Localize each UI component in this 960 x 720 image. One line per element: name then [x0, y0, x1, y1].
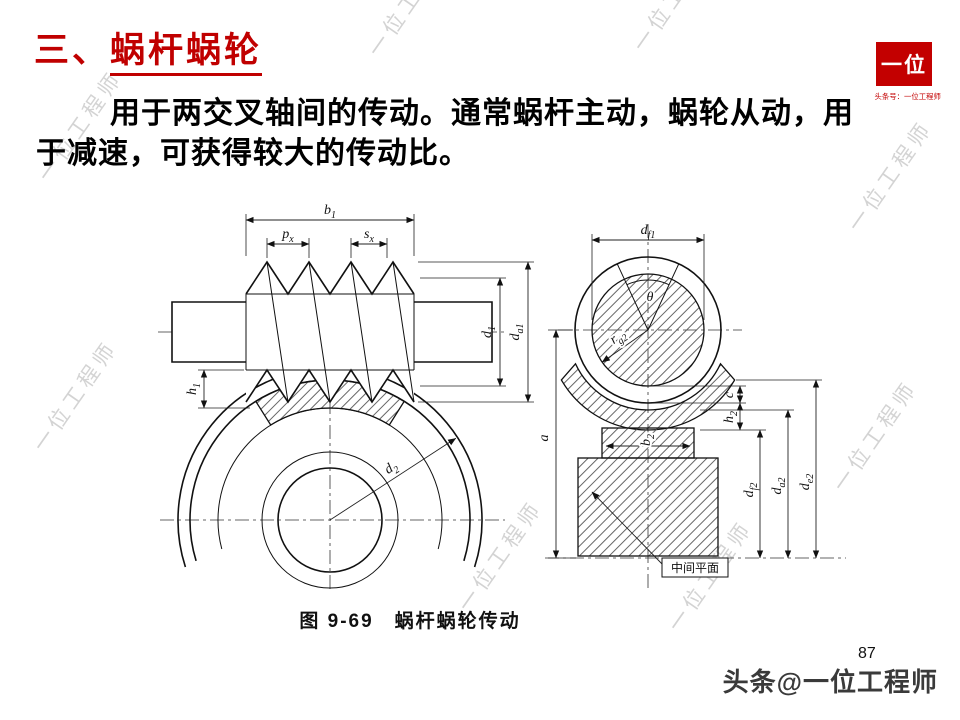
brand-logo-box: 一位: [874, 40, 934, 88]
df1-extension-lines: [591, 234, 705, 320]
worm-gear-figure: d2 b1 px sx: [158, 203, 846, 590]
body-line: 于减速，可获得较大的传动比。: [36, 136, 470, 170]
dim-label-a: a: [537, 435, 552, 442]
watermark-text: 一位工程师: [625, 0, 724, 57]
dim-label-de2: de2: [798, 474, 816, 490]
rg2-leader-line: [601, 329, 649, 363]
worm-root-lines: [246, 293, 414, 371]
body-line: 用于两交叉轴间的传动。通常蜗杆主动，蜗轮从动，用: [110, 97, 854, 130]
dim-label-sx: sx: [364, 227, 374, 245]
dim-label-px: px: [281, 227, 294, 245]
theta-angle-arc: [626, 279, 670, 286]
title-prefix: 三、: [34, 31, 111, 70]
front-view-worm-and-wheel: d2 b1 px sx: [158, 203, 534, 590]
worm-helix-flank-lines: [266, 261, 415, 403]
dim-label-b2: b2: [639, 434, 657, 446]
brand-logo: 一位 头条号：一位工程师: [872, 40, 941, 102]
dim-label-h2: h2: [722, 411, 740, 423]
brand-logo-caption: 头条号：一位工程师: [874, 92, 941, 101]
dim-label-da2: da2: [770, 478, 788, 495]
wheel-bore-circle: [277, 467, 383, 573]
c-h2-extension-lines: [652, 385, 766, 431]
mid-plane-label-box: [661, 557, 729, 578]
dim-label-d1: d1: [480, 326, 498, 338]
mid-plane-leader: [591, 491, 665, 567]
mid-plane-label: 中间平面: [671, 560, 719, 575]
body-paragraph: 用于两交叉轴间的传动。通常蜗杆主动，蜗轮从动，用 于减速，可获得较大的传动比。: [36, 94, 926, 173]
a-extension-lines: [548, 329, 576, 559]
shaft-right-fill: [412, 302, 492, 362]
dim-label-da1: da1: [508, 324, 526, 341]
dim-label-df1: df1: [641, 223, 656, 241]
worm-shaft-outline: [171, 301, 493, 363]
wheel-rim-saddle-section: [560, 362, 736, 431]
title-main: 蜗杆蜗轮: [110, 31, 263, 76]
wheel-hub-section: [577, 457, 719, 557]
watermark-text: 一位工程师: [364, 0, 458, 62]
h1-extension-lines: [198, 369, 250, 409]
theta-angle-lines: [616, 263, 680, 331]
wheel-diameter-extension-lines: [700, 379, 822, 411]
dim-label-c: c: [722, 391, 737, 398]
worm-outer-circle: [574, 256, 722, 404]
d1-extension-lines: [420, 277, 506, 387]
dim-label-theta: θ: [647, 290, 654, 305]
footer-credit: 头条@一位工程师: [722, 667, 938, 697]
figure-caption: 图 9-69 蜗杆蜗轮传动: [299, 611, 521, 632]
wheel-hub-circle: [261, 451, 399, 589]
shaft-left-fill: [172, 302, 248, 362]
da1-extension-lines: [418, 261, 534, 403]
section-view-worm-and-wheel: θ rg2 中间平面 df1 a c h2: [537, 223, 846, 590]
d2-leader-line: [329, 437, 457, 521]
worm-end-faces: [245, 294, 415, 370]
dim-label-b1: b1: [324, 203, 336, 221]
dim-label-d2: d2: [382, 459, 402, 481]
page-title: 三、蜗杆蜗轮: [34, 22, 263, 76]
worm-body-fill: [246, 262, 414, 402]
page-number: 87: [858, 645, 876, 662]
dim-label-h1: h1: [185, 383, 203, 395]
dim-label-df2: df2: [742, 483, 760, 498]
